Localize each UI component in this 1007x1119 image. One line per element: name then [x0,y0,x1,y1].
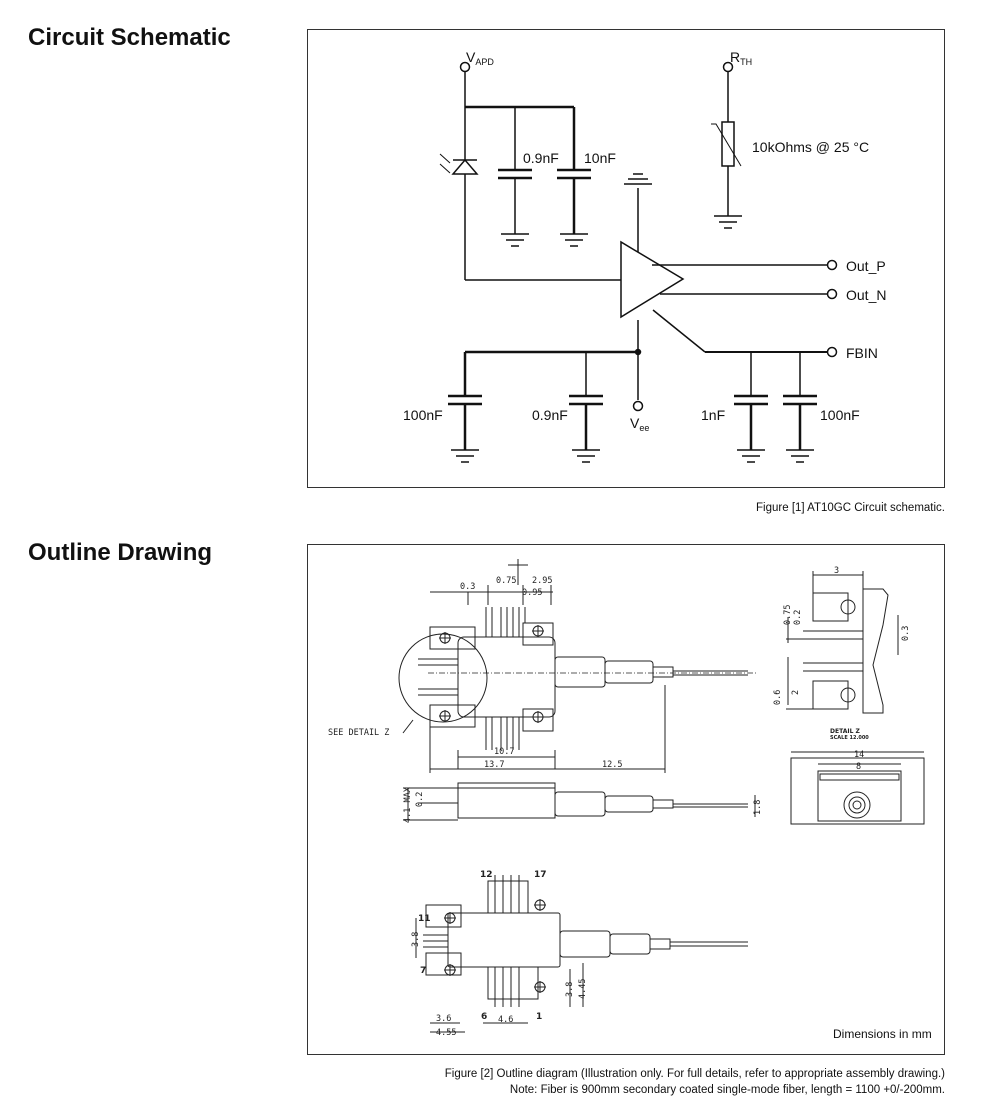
dim-4-1-max: 4.1 MAX [403,786,413,823]
dim-0-2-vertical: 0.2 [793,610,803,625]
dim-3-8-left: 3.8 [411,932,421,947]
figure-2-caption-line-2: Note: Fiber is 900mm secondary coated si… [509,1084,945,1096]
dim-4-45: 4.45 [578,979,588,999]
figure-2-caption: Figure [2] Outline diagram (Illustration… [445,1066,945,1098]
dim-2: 2 [791,690,801,695]
cap-label-10nf: 10nF [584,150,616,166]
cap-label-100nf-right: 100nF [820,407,860,423]
dimensions-note: Dimensions in mm [833,1027,932,1041]
outline-drawing-title: Outline Drawing [28,539,213,566]
outline-drawing-diagram: 0.3 0.75 2.95 0.95 SEE DETAIL Z 10.7 13.… [328,559,925,1038]
dim-13-7: 13.7 [484,760,504,770]
dim-3: 3 [834,566,839,576]
dim-0-75-vertical: 0.75 [783,605,793,625]
vee-label: Vee [630,415,649,433]
fbin-label: FBIN [846,345,878,361]
dim-0-75: 0.75 [496,576,516,586]
dim-8: 8 [856,762,861,772]
dim-2-95: 2.95 [532,576,552,586]
cap-label-100nf-left: 100nF [403,407,443,423]
pin-1-label: 1 [536,1012,542,1022]
dim-10-7: 10.7 [494,747,514,757]
vapd-label: VAPD [466,49,494,67]
thermistor-label: 10kOhms @ 25 °C [752,139,869,155]
cap-label-1nf: 1nF [701,407,725,423]
figure-1-caption: Figure [1] AT10GC Circuit schematic. [756,502,945,514]
dim-0-2: 0.2 [415,792,425,807]
detail-z-label: DETAIL Z [830,728,860,735]
dim-1-8: 1.8 [753,800,763,815]
pin-7-label: 7 [420,966,426,976]
dim-4-6: 4.6 [498,1015,513,1025]
dim-0-6: 0.6 [773,690,783,705]
dim-3-8-right: 3.8 [565,982,575,997]
outline-figure: 0.3 0.75 2.95 0.95 SEE DETAIL Z 10.7 13.… [307,544,945,1055]
out-p-label: Out_P [846,258,886,274]
rth-label: RTH [730,49,752,67]
dim-4-55: 4.55 [436,1028,456,1038]
pin-11-label: 11 [418,914,431,924]
circuit-schematic-title: Circuit Schematic [28,24,231,51]
dim-3-6: 3.6 [436,1014,451,1024]
cap-label-0-9nf-top: 0.9nF [523,150,559,166]
figure-2-caption-line-1: Figure [2] Outline diagram (Illustration… [444,1068,945,1080]
schematic-figure: VAPD RTH 10kOhms @ 25 °C 0.9nF 10nF Out_… [307,29,945,488]
detail-z-scale: SCALE 12.000 [830,735,869,741]
circuit-schematic-diagram: VAPD RTH 10kOhms @ 25 °C 0.9nF 10nF Out_… [403,49,886,463]
pin-6-label: 6 [481,1012,487,1022]
dim-0-3: 0.3 [460,582,475,592]
dim-0-95: 0.95 [522,588,542,598]
see-detail-label: SEE DETAIL Z [328,728,389,738]
pin-17-label: 17 [534,870,547,880]
pin-12-label: 12 [480,870,493,880]
dim-0-3-vertical: 0.3 [901,626,911,641]
cap-label-0-9nf-bottom: 0.9nF [532,407,568,423]
dim-12-5: 12.5 [602,760,622,770]
out-n-label: Out_N [846,287,886,303]
dim-14: 14 [854,750,864,760]
